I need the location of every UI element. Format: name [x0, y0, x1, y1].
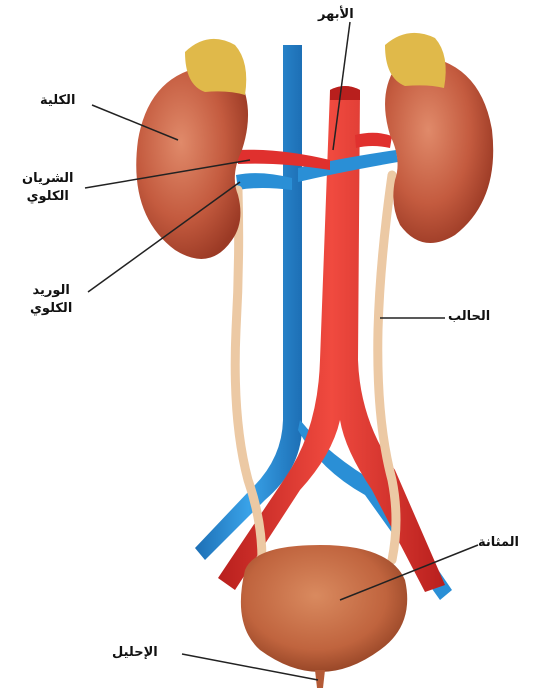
label-renal-vein: الوريد الكلوي: [30, 282, 72, 317]
label-aorta: الأبهر: [318, 6, 354, 24]
bladder: [241, 545, 407, 688]
kidney-left: [136, 39, 248, 259]
label-urethra: الإحليل: [112, 644, 158, 662]
label-ureter: الحالب: [448, 308, 490, 326]
label-urethra-text: الإحليل: [112, 644, 158, 662]
label-renal-vein-line1: الوريد: [30, 282, 72, 300]
label-kidney-text: الكلية: [40, 92, 75, 110]
label-aorta-text: الأبهر: [318, 6, 354, 24]
label-renal-artery-line2: الكلوي: [22, 188, 74, 206]
label-kidney: الكلية: [40, 92, 75, 110]
label-ureter-text: الحالب: [448, 308, 490, 326]
label-renal-vein-line2: الكلوي: [30, 300, 72, 318]
label-renal-artery-line1: الشريان: [22, 170, 74, 188]
label-renal-artery: الشريان الكلوي: [22, 170, 74, 205]
label-bladder: المثانة: [478, 534, 519, 552]
renal-artery-right: [355, 133, 392, 148]
label-bladder-text: المثانة: [478, 534, 519, 552]
kidney-right: [385, 33, 493, 243]
